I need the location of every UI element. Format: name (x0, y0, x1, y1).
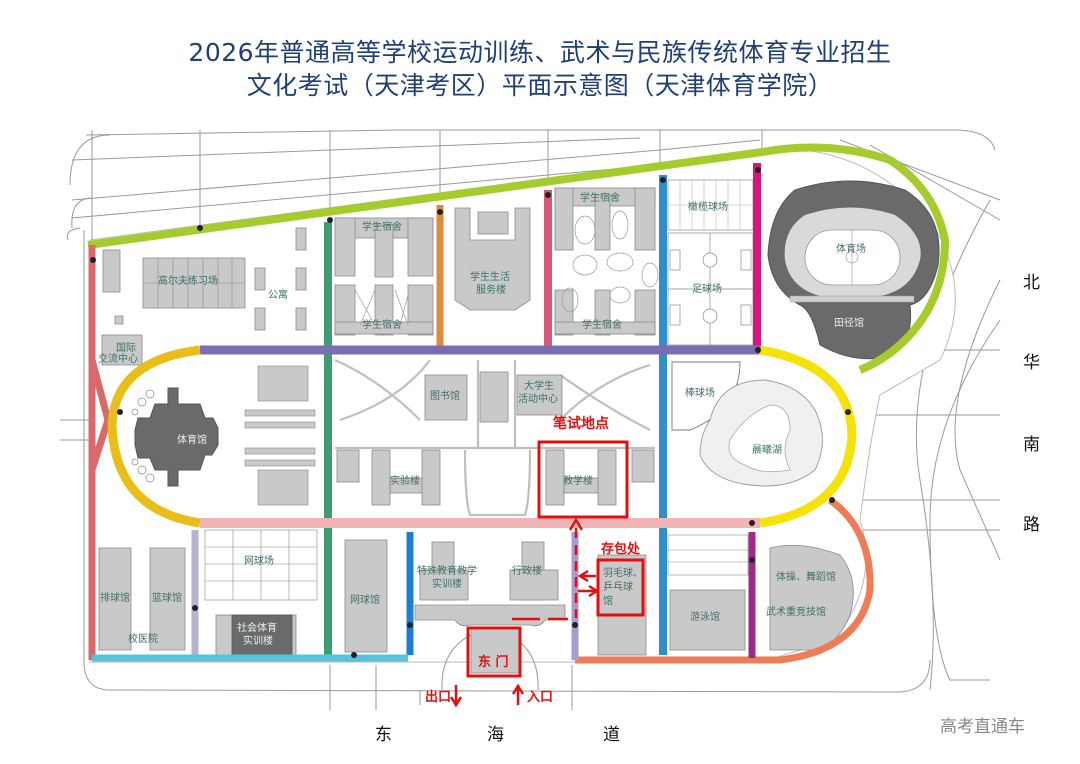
exit-label: 出口 (425, 690, 452, 705)
label-badminton-2: 乒乓球 (603, 582, 633, 593)
central-buildings (336, 371, 655, 506)
junction-dots (90, 167, 851, 658)
parking-grid (667, 534, 749, 576)
label-student-service-2: 服务楼 (476, 285, 506, 296)
highlight-boxes (466, 440, 645, 678)
social-sports-building (231, 614, 293, 656)
label-social-sports-1: 社会体育 (237, 623, 277, 634)
label-tennis-hall: 网球馆 (350, 595, 380, 606)
label-intl-center-2: 交流中心 (98, 354, 138, 365)
gymnasium (134, 387, 219, 487)
label-intl-center-1: 国际 (116, 343, 136, 354)
street-lines (60, 129, 1001, 710)
label-dorm-sw: 学生宿舍 (362, 320, 402, 331)
label-gym-dance-hall: 体操、舞蹈馆 (776, 572, 836, 583)
title-line-1: 2026年普通高等学校运动训练、武术与民族传统体育专业招生 (188, 38, 892, 67)
label-clinic: 校医院 (128, 634, 158, 645)
label-gymnasium: 体育馆 (177, 435, 207, 446)
label-special-edu-2: 实训楼 (432, 579, 462, 590)
label-athletics-hall: 田径馆 (834, 318, 864, 329)
label-dorm-ne: 学生宿舍 (580, 193, 620, 204)
label-activity-center-2: 活动中心 (518, 394, 558, 405)
route-arrows (449, 517, 600, 708)
label-admin-building: 行政楼 (512, 566, 542, 577)
road-east-char-2: 华 (1023, 353, 1040, 373)
road-east-char-1: 北 (1023, 273, 1040, 293)
label-dorm-se: 学生宿舍 (582, 320, 622, 331)
rugby-grid (668, 180, 753, 230)
label-social-sports-2: 实训楼 (243, 636, 273, 647)
label-tennis-courts: 网球场 (244, 556, 274, 567)
label-rugby-field: 橄榄球场 (688, 202, 728, 213)
student-service-building (454, 207, 531, 311)
baseball-lake (671, 361, 823, 487)
label-football-field: 足球场 (692, 284, 722, 295)
gymnasium-circles (131, 389, 155, 483)
bag-storage-label: 存包处 (601, 542, 641, 557)
label-martial-arts-hall: 武术重竞技馆 (766, 607, 826, 618)
label-apartment: 公寓 (268, 290, 288, 301)
stadium (767, 180, 940, 360)
gymnasium-side-blocks (244, 365, 316, 506)
label-dorm-nw: 学生宿舍 (362, 222, 402, 233)
central-paths (334, 358, 655, 517)
east-gate-building (470, 627, 520, 674)
title-line-2: 文化考试（天津考区）平面示意图（天津体育学院） (246, 71, 834, 100)
dormitory-blocks (334, 187, 656, 336)
dorm-paths (354, 210, 659, 326)
exam-site-label: 笔试地点 (553, 416, 609, 432)
tennis-courts (204, 529, 318, 601)
golf-grid-lines (143, 258, 245, 308)
label-teaching-building: 教学楼 (563, 476, 593, 487)
east-gate-label: 东 门 (478, 655, 509, 670)
label-badminton-3: 馆 (603, 596, 613, 607)
map-title: 2026年普通高等学校运动训练、武术与民族传统体育专业招生 文化考试（天津考区）… (0, 36, 1080, 102)
road-east-char-3: 南 (1023, 435, 1040, 455)
label-swimming-hall: 游泳馆 (690, 612, 720, 623)
road-south-char-2: 海 (487, 725, 504, 745)
label-badminton-1: 羽毛球、 (603, 568, 643, 579)
south-central-buildings (414, 541, 746, 656)
label-baseball-field: 棒球场 (685, 388, 715, 399)
label-golf-range: 高尔夫练习场 (158, 276, 218, 287)
label-stadium: 体育场 (836, 244, 866, 255)
watermark: 高考直通车 (940, 717, 1025, 737)
label-lab-building: 实验楼 (390, 476, 420, 487)
label-activity-center-1: 大学生 (524, 381, 554, 392)
label-special-edu-1: 特殊教育教学 (417, 566, 477, 577)
road-south-char-1: 东 (375, 725, 392, 745)
label-basketball-hall: 篮球馆 (152, 593, 182, 604)
road-east-char-4: 路 (1023, 515, 1040, 535)
road-south-char-3: 道 (603, 725, 620, 745)
colored-roads (87, 143, 950, 664)
entrance-label: 入口 (527, 690, 554, 705)
label-volleyball-hall: 排球馆 (100, 593, 130, 604)
label-library: 图书馆 (430, 391, 460, 402)
label-student-service-1: 学生生活 (470, 272, 510, 283)
label-lake: 晨曦湖 (752, 445, 782, 456)
